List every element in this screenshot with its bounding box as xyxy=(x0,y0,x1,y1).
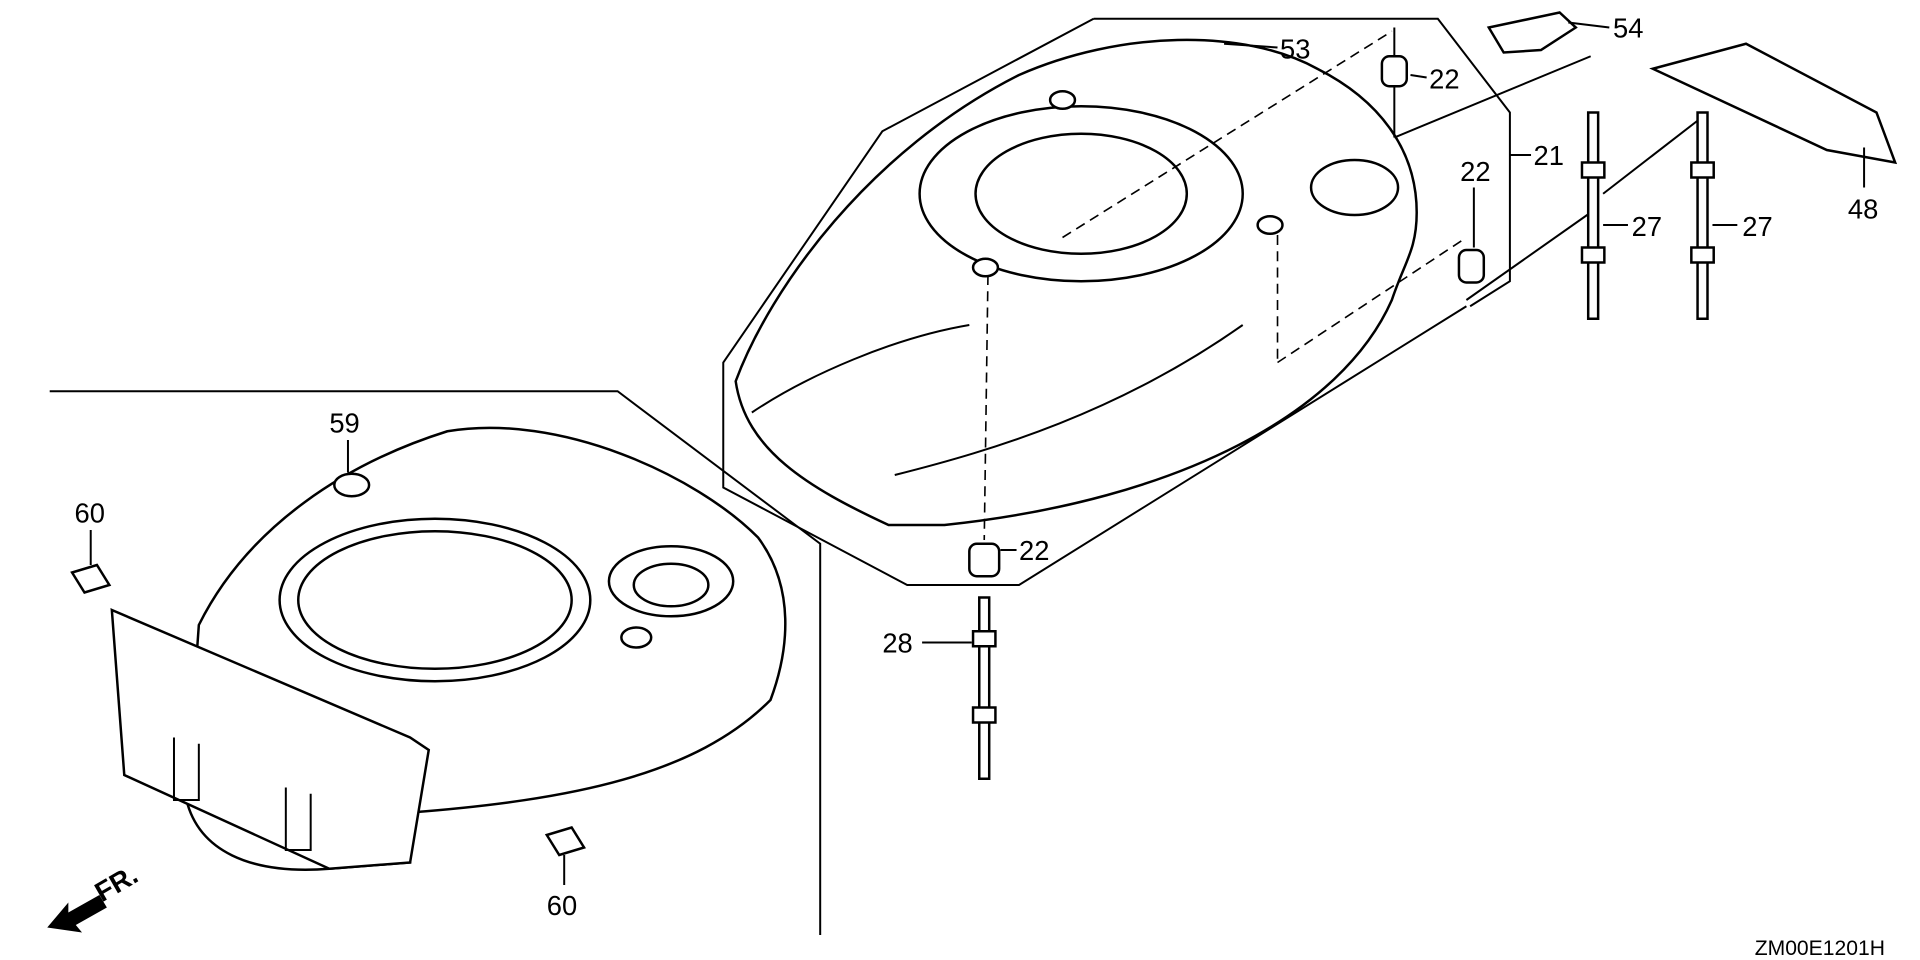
group-outline-left xyxy=(49,390,822,935)
leader-lines xyxy=(89,21,1866,885)
collar-22-top xyxy=(1380,55,1408,88)
callout-53: 53 xyxy=(1280,34,1310,65)
collar-22-bottom xyxy=(968,542,1001,578)
callout-60: 60 xyxy=(75,497,105,528)
callout-54: 54 xyxy=(1613,12,1643,43)
callout-59: 59 xyxy=(329,407,359,438)
callout-22: 22 xyxy=(1019,535,1049,566)
callout-28: 28 xyxy=(882,627,912,658)
stud-bolt-28 xyxy=(971,596,997,780)
assembly-lines xyxy=(983,27,1701,541)
front-arrow: FR. xyxy=(47,859,143,933)
diagram-code: ZM00E1201H xyxy=(1755,937,1885,960)
clip-54 xyxy=(1486,11,1578,54)
callout-27: 27 xyxy=(1632,211,1662,242)
stud-bolts-27 xyxy=(1580,111,1715,320)
collar-22-mid xyxy=(1457,248,1486,284)
callout-22: 22 xyxy=(1460,156,1490,187)
callout-21: 21 xyxy=(1534,140,1564,171)
clip-nut-60-bottom xyxy=(544,826,586,857)
upper-fan-shroud xyxy=(734,38,1418,527)
clip-nut-60-top xyxy=(70,563,112,594)
callout-22: 22 xyxy=(1429,64,1459,95)
group-outline-right xyxy=(722,17,1511,586)
callout-27: 27 xyxy=(1742,211,1772,242)
callout-48: 48 xyxy=(1848,194,1878,225)
callout-60: 60 xyxy=(547,890,577,921)
lower-fan-shroud xyxy=(110,426,787,871)
plate-48 xyxy=(1649,42,1898,165)
